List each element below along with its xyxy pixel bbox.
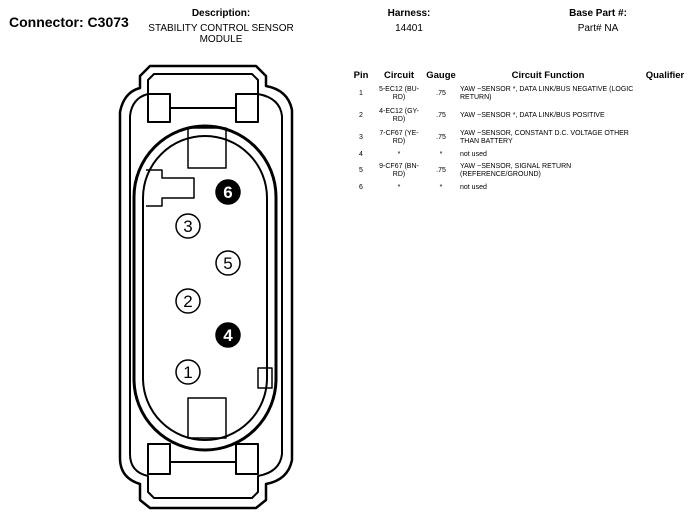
harness-label: Harness:	[387, 8, 431, 19]
pin-2: 2	[175, 288, 201, 314]
key-right-notch	[257, 367, 273, 389]
cell-function: not used	[460, 150, 487, 158]
cell-pin: 6	[359, 183, 363, 191]
pin-layer: 6 3 5 2 4 1	[175, 179, 241, 385]
cell-gauge: .75	[436, 134, 446, 141]
latch-top-left	[147, 93, 171, 123]
base-part-label: Base Part #:	[569, 8, 627, 19]
cell-qualifier	[638, 182, 692, 193]
cell-pin: 1	[359, 90, 363, 97]
header-circuit: Circuit	[383, 70, 415, 81]
cell-function: YAW ~SENSOR, CONSTANT D.C. VOLTAGE OTHER…	[460, 130, 629, 145]
cell-circuit: 9-CF67 (BN-RD)	[379, 163, 419, 178]
connector-title: Connector: C3073	[9, 14, 129, 30]
table-row: 6 * * not used	[348, 182, 692, 193]
key-bottom	[187, 397, 227, 439]
pin-6: 6	[215, 179, 241, 205]
connector-face-diagram: 6 3 5 2 4 1	[118, 64, 294, 510]
cell-gauge: *	[439, 150, 443, 158]
description-label: Description:	[191, 8, 251, 19]
housing-inner	[129, 73, 283, 499]
pin-table: Pin Circuit Gauge Circuit Function Quali…	[348, 70, 692, 193]
pin-number: 3	[183, 217, 192, 236]
pin-1: 1	[175, 359, 201, 385]
table-row: 1 5-EC12 (BU-RD) .75 YAW ~SENSOR *, DATA…	[348, 83, 692, 105]
cell-gauge: .75	[436, 112, 446, 119]
face-oval-outer	[132, 124, 278, 452]
pin-number: 1	[183, 363, 192, 382]
pin-number: 6	[223, 183, 232, 202]
latch-bottom-right	[235, 443, 259, 475]
cell-pin: 2	[359, 112, 363, 119]
header-circuit-function: Circuit Function	[511, 70, 585, 81]
key-top	[187, 127, 227, 169]
cell-pin: 3	[359, 134, 363, 141]
cell-qualifier	[638, 83, 692, 105]
pin-circle	[175, 359, 201, 385]
cell-gauge: *	[439, 183, 443, 191]
pin-circle	[175, 288, 201, 314]
cell-qualifier	[638, 127, 692, 149]
cell-circuit: 7-CF67 (YE-RD)	[379, 130, 419, 145]
base-part-value: Part# NA	[577, 23, 619, 34]
cell-function: not used	[460, 183, 487, 191]
cell-qualifier	[638, 105, 692, 127]
cell-pin: 5	[359, 167, 363, 174]
pin-number: 5	[223, 254, 232, 273]
header-gauge: Gauge	[426, 70, 456, 81]
harness-value: 14401	[395, 23, 423, 34]
pin-circle	[175, 213, 201, 239]
table-row: 2 4-EC12 (GY-RD) .75 YAW ~SENSOR *, DATA…	[348, 105, 692, 127]
pin-number: 4	[223, 326, 233, 345]
description-value: STABILITY CONTROL SENSOR MODULE	[148, 23, 294, 45]
latch-top-right	[235, 93, 259, 123]
table-row: 5 9-CF67 (BN-RD) .75 YAW ~SENSOR, SIGNAL…	[348, 160, 692, 182]
cell-qualifier	[638, 149, 692, 160]
pin-3: 3	[175, 213, 201, 239]
pin-number: 2	[183, 292, 192, 311]
table-row: 3 7-CF67 (YE-RD) .75 YAW ~SENSOR, CONSTA…	[348, 127, 692, 149]
pin-table-header: Pin Circuit Gauge Circuit Function Quali…	[348, 70, 692, 83]
cell-gauge: .75	[436, 90, 446, 97]
cell-function: YAW ~SENSOR *, DATA LINK/BUS NEGATIVE (L…	[460, 86, 634, 101]
pin-circle	[215, 322, 241, 348]
cell-circuit: 5-EC12 (BU-RD)	[378, 86, 420, 101]
pin-5: 5	[215, 250, 241, 276]
cell-qualifier	[638, 160, 692, 182]
cell-gauge: .75	[436, 167, 446, 174]
latch-bottom-left	[147, 443, 171, 475]
table-row: 4 * * not used	[348, 149, 692, 160]
pin-circle	[215, 250, 241, 276]
cell-circuit: *	[397, 183, 401, 191]
cell-function: YAW ~SENSOR *, DATA LINK/BUS POSITIVE	[460, 112, 605, 119]
cell-circuit: *	[397, 150, 401, 158]
pin-circle	[215, 179, 241, 205]
header-qualifier: Qualifier	[645, 70, 685, 81]
cell-function: YAW ~SENSOR, SIGNAL RETURN (REFERENCE/GR…	[460, 163, 572, 178]
face-oval-inner	[142, 135, 268, 441]
housing-outer	[118, 64, 294, 510]
pin-4: 4	[215, 322, 241, 348]
cell-pin: 4	[359, 150, 363, 158]
cell-circuit: 4-EC12 (GY-RD)	[379, 108, 419, 123]
header-pin: Pin	[353, 70, 369, 81]
key-left-notch	[146, 169, 195, 207]
